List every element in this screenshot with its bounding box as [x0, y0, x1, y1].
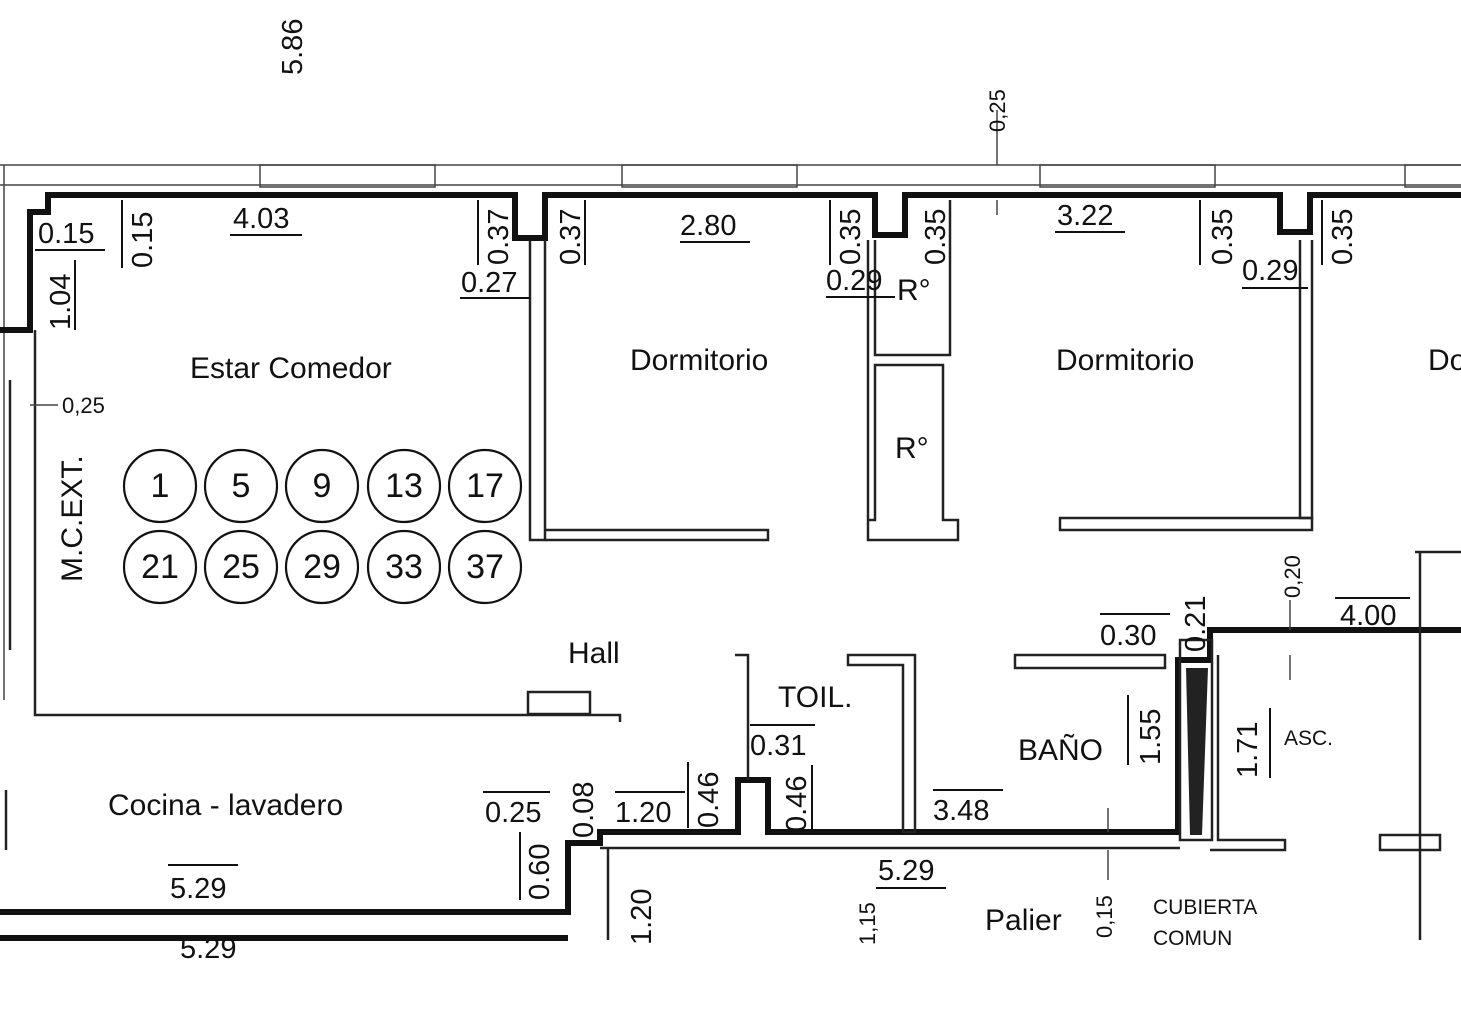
dim-0-37-a: 0.37 — [483, 209, 515, 265]
room-dormitorio-3: Do — [1428, 344, 1461, 377]
room-ropero-1: R° — [897, 274, 931, 307]
dim-1-20-b: 1.20 — [626, 889, 658, 945]
dimension-labels-vertical: 5.86 0,25 0.15 1.04 0.37 0.37 0.35 0.35 … — [45, 19, 1359, 945]
unit-number: 21 — [141, 548, 179, 586]
room-dormitorio-2: Dormitorio — [1056, 344, 1194, 377]
room-labels: Estar Comedor Dormitorio Dormitorio Do H… — [56, 274, 1461, 950]
dim-5-29-c: 5.29 — [180, 933, 236, 965]
dim-0-15-c: 0,15 — [1092, 895, 1117, 938]
dim-2-80: 2.80 — [680, 210, 736, 242]
room-cocina-lavadero: Cocina - lavadero — [108, 789, 343, 822]
unit-number: 13 — [385, 467, 423, 505]
dim-0-29-a: 0.29 — [826, 265, 882, 297]
dim-0-35-a: 0.35 — [835, 209, 867, 265]
room-palier: Palier — [985, 904, 1062, 937]
dim-0-15-a: 0.15 — [38, 218, 94, 250]
unit-circle: 33 — [366, 529, 442, 605]
dim-1-15: 1,15 — [855, 902, 880, 945]
unit-circle: 13 — [366, 448, 442, 524]
unit-circle: 37 — [447, 529, 523, 605]
unit-number: 1 — [151, 467, 170, 505]
mc-ext-label: M.C.EXT. — [56, 455, 89, 582]
exterior-walls — [0, 192, 1461, 941]
unit-circle: 1 — [122, 448, 198, 524]
dim-0-20: 0,20 — [1280, 555, 1305, 598]
unit-circle: 25 — [203, 529, 279, 605]
unit-number: 9 — [313, 467, 332, 505]
unit-circle: 5 — [203, 448, 279, 524]
unit-number: 37 — [466, 548, 504, 586]
dim-4-03: 4.03 — [233, 203, 289, 235]
room-ropero-2: R° — [895, 432, 929, 465]
dim-5-29-b: 5.29 — [878, 855, 934, 887]
dim-0-31: 0.31 — [750, 730, 806, 762]
room-hall: Hall — [568, 637, 620, 670]
dim-0-35-b: 0.35 — [920, 209, 952, 265]
dimension-labels-horizontal: 0.15 4.03 0.27 2.80 0.29 3.22 0.29 4.00 … — [35, 200, 1410, 965]
dim-0-46-b: 0.46 — [781, 776, 813, 832]
dim-0-25-b: 0.25 — [485, 797, 541, 829]
unit-circle: 17 — [447, 448, 523, 524]
unit-number: 33 — [385, 548, 423, 586]
cubierta-comun-line2: COMUN — [1153, 927, 1232, 950]
dim-0-25-top: 0,25 — [985, 89, 1010, 132]
dim-0-35-d: 0.35 — [1327, 209, 1359, 265]
dimension-ticks — [30, 110, 1291, 880]
dim-0-60: 0.60 — [524, 844, 556, 900]
unit-number: 17 — [466, 467, 504, 505]
elevator-shaft — [1178, 638, 1214, 842]
dim-4-00: 4.00 — [1340, 600, 1396, 632]
room-toilette: TOIL. — [778, 681, 852, 714]
room-dormitorio-1: Dormitorio — [630, 344, 768, 377]
dim-0-27: 0.27 — [461, 267, 517, 299]
dim-1-20-a: 1.20 — [615, 797, 671, 829]
dim-0-08: 0.08 — [568, 782, 600, 838]
room-bano: BAÑO — [1018, 733, 1103, 767]
unit-number: 25 — [222, 548, 260, 586]
unit-number: 5 — [232, 467, 251, 505]
dim-3-22: 3.22 — [1057, 200, 1113, 232]
dim-0-46-a: 0.46 — [693, 772, 725, 828]
unit-number-circles: 1 5 9 13 17 21 25 29 — [122, 448, 523, 605]
dim-1-04: 1.04 — [45, 274, 77, 330]
dim-5-29-a: 5.29 — [170, 873, 226, 905]
dim-0-15-b: 0.15 — [127, 212, 159, 268]
room-ascensor: ASC. — [1284, 727, 1333, 750]
interior-walls — [4, 200, 1461, 940]
dim-0-21: 0.21 — [1180, 596, 1212, 652]
dim-3-48: 3.48 — [933, 795, 989, 827]
dim-0-30: 0.30 — [1100, 620, 1156, 652]
unit-number: 29 — [303, 548, 341, 586]
unit-circle: 9 — [284, 448, 360, 524]
dim-5-86: 5.86 — [277, 19, 309, 75]
cubierta-comun-line1: CUBIERTA — [1153, 896, 1257, 919]
dim-1-71: 1.71 — [1232, 722, 1264, 778]
facade-top — [0, 164, 1461, 700]
unit-circle: 21 — [122, 529, 198, 605]
dim-0-35-c: 0.35 — [1207, 209, 1239, 265]
dim-1-55: 1.55 — [1135, 709, 1167, 765]
dim-0-25-side: 0,25 — [62, 393, 105, 418]
unit-circle: 29 — [284, 529, 360, 605]
dim-0-29-b: 0.29 — [1242, 255, 1298, 287]
dim-0-37-b: 0.37 — [555, 209, 587, 265]
room-estar-comedor: Estar Comedor — [190, 352, 392, 385]
